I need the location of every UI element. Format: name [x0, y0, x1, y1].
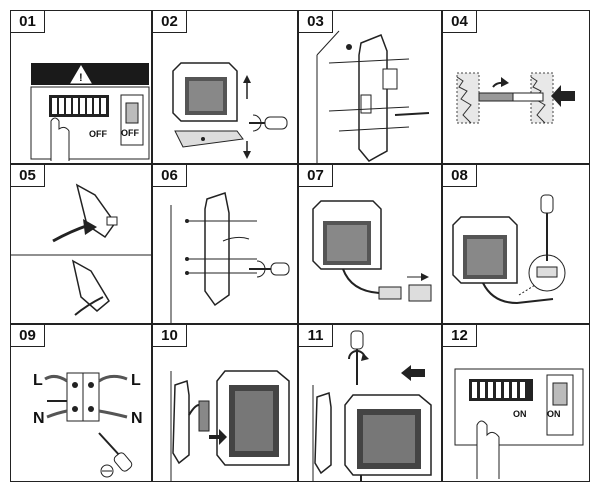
step-10-illustration: [170, 370, 290, 481]
bracket-top: [75, 183, 116, 239]
cable-icon: [342, 268, 380, 294]
breaker-on-label: ON: [547, 409, 561, 419]
mounting-bracket: [314, 392, 332, 475]
pencil-icon: [394, 112, 430, 116]
step-01-panel: 01 ! OFF OFF: [10, 10, 152, 164]
live-label-left: L: [33, 372, 43, 389]
step-07-illustration: [312, 200, 432, 302]
svg-text:!: !: [79, 72, 83, 84]
arrow-left-icon: [209, 429, 227, 445]
main-switch: [546, 374, 574, 436]
step-number: 03: [299, 11, 333, 33]
connector-female: [408, 284, 432, 302]
step-05-panel: 05: [10, 164, 152, 324]
step-02-illustration: [172, 62, 288, 159]
warning-banner: [31, 63, 149, 85]
drill-bit: [478, 92, 516, 102]
step-number: 02: [153, 11, 187, 33]
step-number: 11: [299, 325, 333, 347]
connector: [198, 400, 210, 432]
step-number: 05: [11, 165, 45, 187]
step-06-illustration: [170, 192, 290, 323]
step-number: 07: [299, 165, 333, 187]
step-number: 10: [153, 325, 187, 347]
step-10-panel: 10: [152, 324, 298, 482]
mounting-bracket: [204, 192, 230, 307]
step-05-illustration: [11, 183, 151, 316]
step-08-illustration: [452, 194, 566, 305]
step-04-illustration: [456, 72, 575, 124]
drill-guide-line: [328, 106, 410, 112]
arrow-right-icon: [83, 219, 97, 235]
live-label-right: L: [131, 372, 141, 389]
breaker-off-label: OFF: [121, 128, 139, 138]
warning-triangle-icon: [70, 65, 92, 84]
step-03-panel: 03: [298, 10, 442, 164]
screwdriver-icon: [98, 432, 122, 458]
cable-icon: [482, 282, 554, 305]
step-11-illustration: [312, 330, 432, 481]
switch-off-label: OFF: [89, 129, 107, 139]
step-number: 08: [443, 165, 477, 187]
wall-plug: [512, 92, 544, 102]
breaker-panel: [454, 368, 584, 446]
step-08-panel: 08: [442, 164, 590, 324]
rotate-icon: [252, 114, 262, 132]
step-02-panel: 02: [152, 10, 298, 164]
arrow-left-icon: [411, 369, 425, 377]
step-01-illustration: ! OFF OFF: [30, 63, 150, 161]
screw-icon: [346, 44, 352, 50]
neutral-label-left: N: [33, 410, 45, 427]
wire-neutral-right: [98, 409, 128, 419]
step-03-illustration: [316, 30, 430, 163]
breaker-switch-row: [469, 379, 533, 401]
cable-icon: [52, 223, 90, 243]
hand-icon: [50, 117, 70, 161]
switch-on-label: ON: [513, 409, 527, 419]
main-switch: [120, 94, 144, 146]
step-09-panel: 09 L L N N: [10, 324, 152, 482]
wall-section-left: [456, 72, 480, 124]
step-06-panel: 06: [152, 164, 298, 324]
drill-guide-line: [328, 58, 410, 64]
hand-icon: [476, 420, 500, 479]
step-07-panel: 07: [298, 164, 442, 324]
mounting-bracket: [172, 380, 190, 465]
step-number: 01: [11, 11, 45, 33]
step-12-illustration: ON ON: [454, 368, 584, 479]
arrow-left-icon: [561, 91, 575, 101]
mounting-plate: [174, 130, 244, 148]
rotate-icon: [256, 260, 266, 278]
neutral-label-right: N: [131, 410, 143, 427]
step-04-panel: 04: [442, 10, 590, 164]
step-number: 04: [443, 11, 477, 33]
step-09-illustration: L L N N: [33, 372, 143, 478]
step-number: 06: [153, 165, 187, 187]
breaker-switch-row: [49, 95, 109, 117]
wire-live-right: [98, 374, 128, 383]
step-number: 09: [11, 325, 45, 347]
wire-neutral-left: [46, 409, 68, 419]
wire-live-left: [44, 374, 68, 383]
step-number: 12: [443, 325, 477, 347]
breaker-panel: [30, 86, 150, 160]
connector-male: [378, 286, 402, 300]
step-12-panel: 12 ON ON: [442, 324, 590, 482]
step-11-panel: 11: [298, 324, 442, 482]
